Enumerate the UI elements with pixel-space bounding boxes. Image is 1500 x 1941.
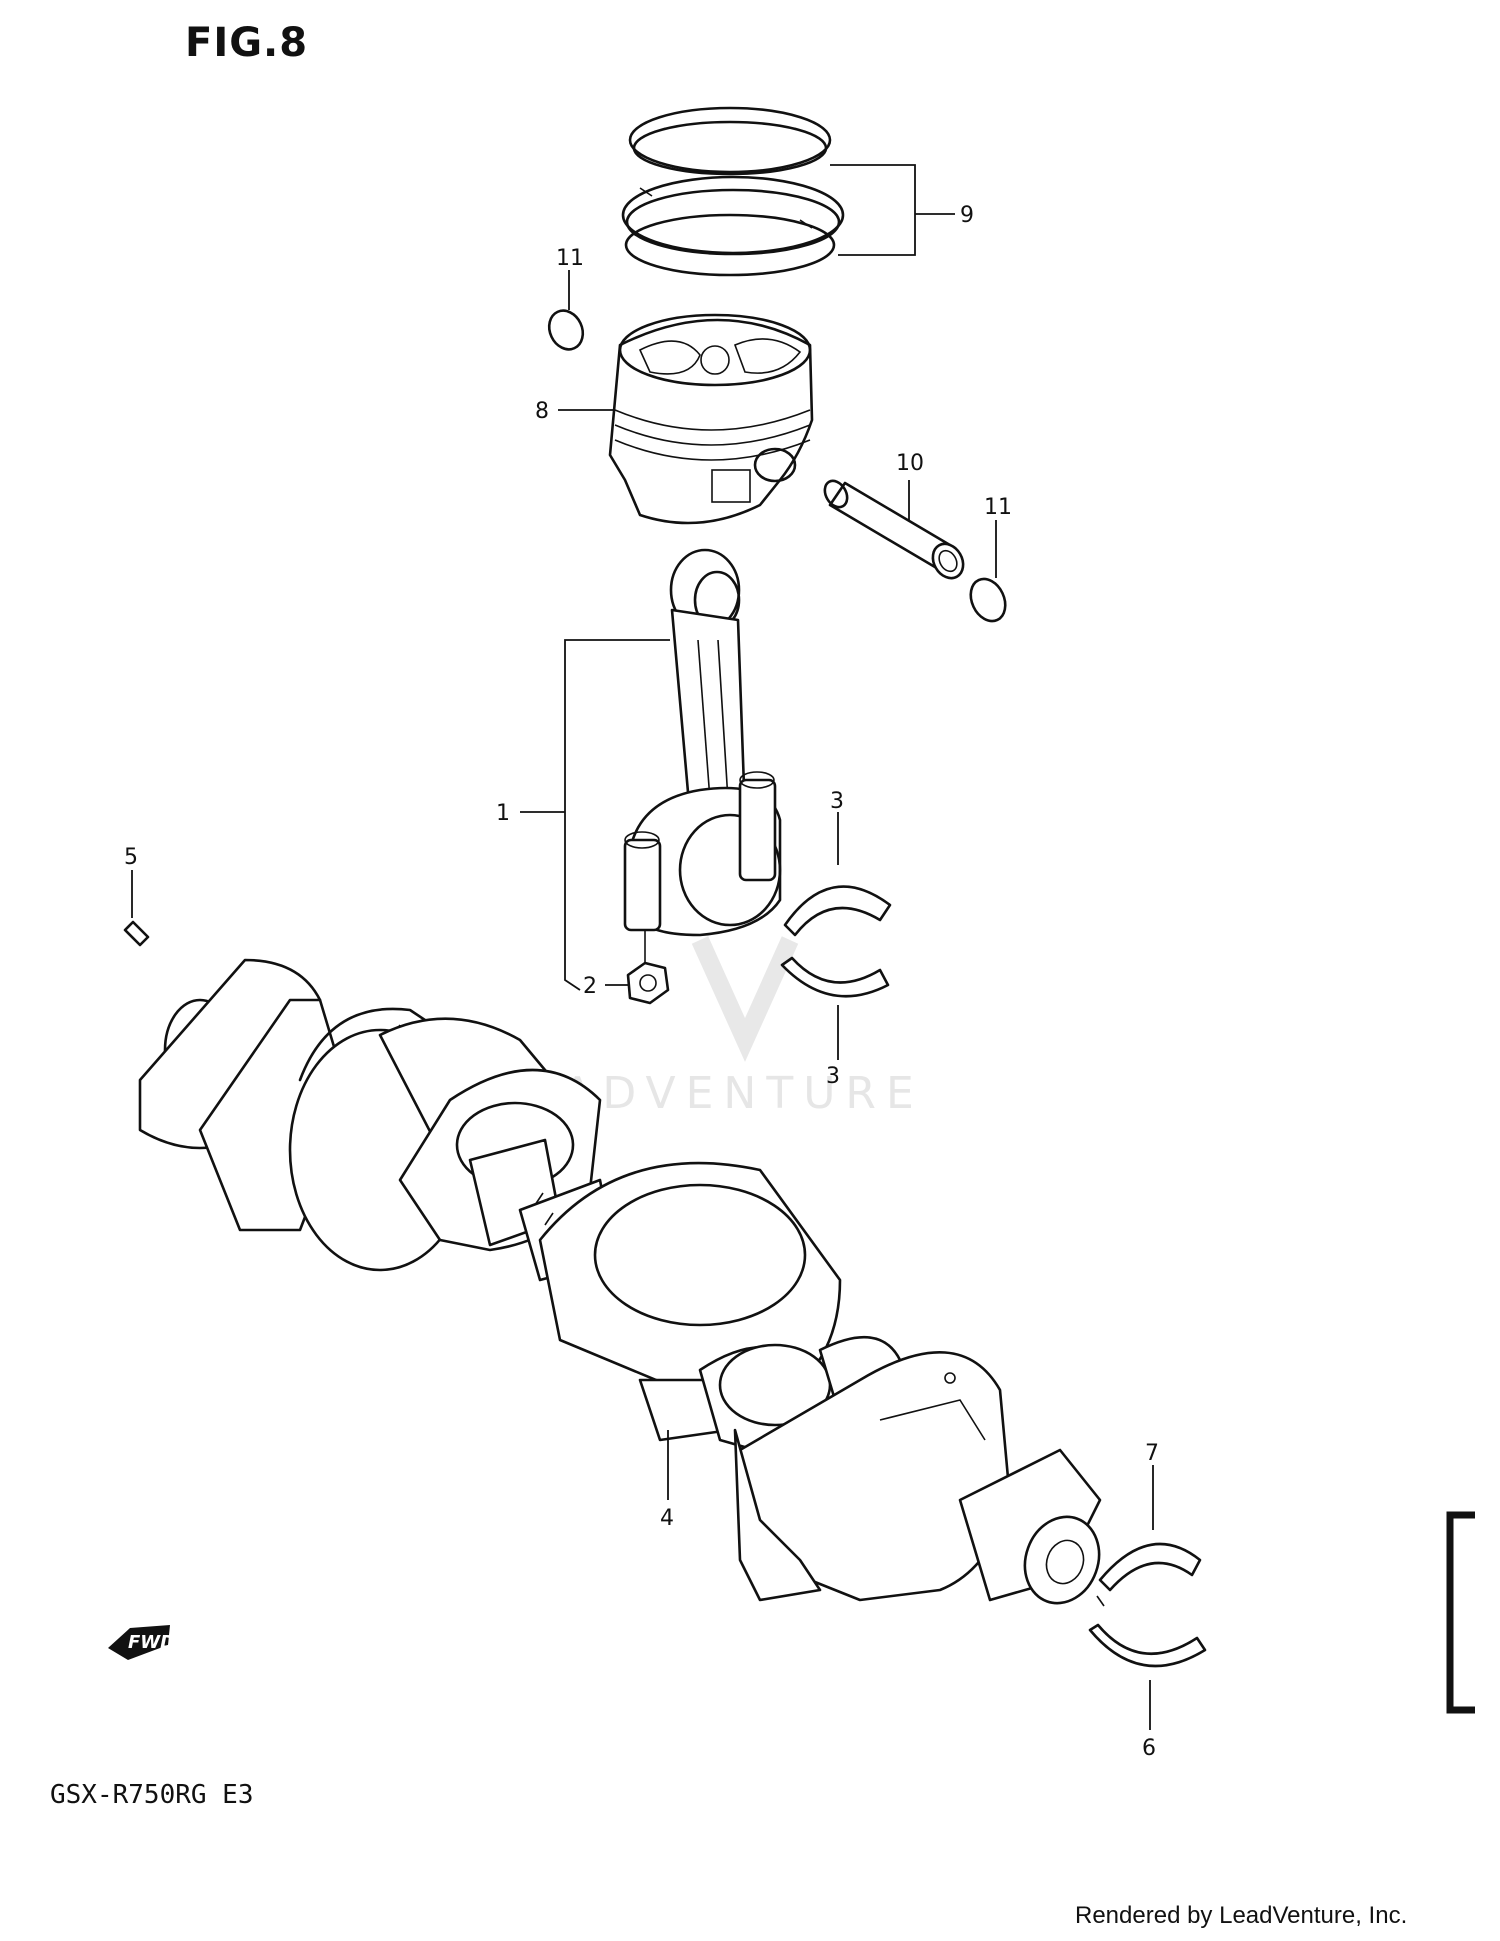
fwd-arrow-icon: FWD bbox=[108, 1625, 175, 1660]
connecting-rod-icon bbox=[623, 548, 782, 937]
piston-icon bbox=[608, 313, 814, 525]
piston-ring-icon bbox=[621, 106, 845, 277]
callout-5: 5 bbox=[124, 845, 138, 870]
section-bracket bbox=[1446, 1511, 1475, 1714]
rendered-by-footer: Rendered by LeadVenture, Inc. bbox=[1075, 1902, 1408, 1929]
callout-10: 10 bbox=[896, 451, 924, 476]
callout-8: 8 bbox=[535, 399, 549, 424]
callout-3: 3 bbox=[826, 1064, 840, 1089]
callout-11: 11 bbox=[556, 246, 584, 271]
callout-4: 4 bbox=[660, 1506, 674, 1531]
crankshaft-icon bbox=[138, 958, 1102, 1605]
callout-3: 3 bbox=[830, 789, 844, 814]
model-code: GSX-R750RG E3 bbox=[50, 1780, 254, 1810]
callout-9: 9 bbox=[960, 203, 974, 228]
dowel-pin-icon bbox=[123, 920, 150, 947]
circlip-icon bbox=[969, 577, 1007, 623]
callout-6: 6 bbox=[1142, 1736, 1156, 1761]
callout-7: 7 bbox=[1145, 1441, 1159, 1466]
callout-1: 1 bbox=[496, 801, 510, 826]
figure-title: FIG.8 bbox=[185, 20, 309, 66]
fwd-label: FWD bbox=[128, 1632, 175, 1653]
piston-pin-icon bbox=[823, 479, 965, 580]
callout-11: 11 bbox=[984, 495, 1012, 520]
bearing-shell-icon bbox=[1096, 1542, 1202, 1607]
bearing-shell-icon bbox=[780, 885, 892, 998]
leader-1 bbox=[520, 639, 670, 991]
bearing-shell-icon bbox=[1088, 1623, 1207, 1668]
leader-9 bbox=[830, 164, 955, 256]
callout-2: 2 bbox=[583, 974, 597, 999]
circlip-icon bbox=[547, 309, 585, 351]
nut-icon bbox=[626, 930, 670, 1005]
